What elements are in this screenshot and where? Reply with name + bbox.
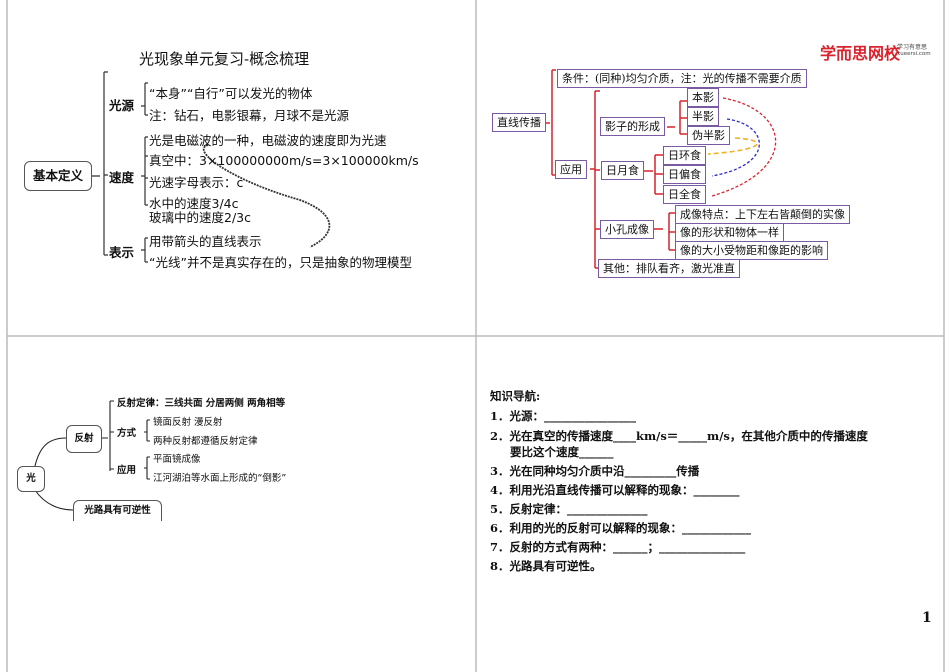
item: 注：钻石，电影银幕，月球不是光源 bbox=[149, 108, 350, 123]
law-text: 反射定律：三线共面 分居两侧 两角相等 bbox=[117, 398, 286, 409]
item: 水中的速度3/4c bbox=[149, 196, 239, 211]
node-penumbra: 半影 bbox=[687, 107, 719, 126]
node-root: 直线传播 bbox=[492, 113, 546, 132]
node-antumbra: 伪半影 bbox=[687, 126, 730, 145]
logo: 学而思网校 bbox=[820, 44, 901, 63]
node-condition: 条件：(同种)均匀介质，注：光的传播不需要介质 bbox=[557, 69, 807, 88]
page-title: 光现象单元复习-概念梳理 bbox=[139, 50, 310, 68]
branch-label: 光源 bbox=[109, 98, 135, 113]
node-annular: 日环食 bbox=[663, 146, 706, 165]
node-umbra: 本影 bbox=[687, 88, 719, 107]
item: 真空中：3×100000000m/s=3×100000km/s bbox=[149, 153, 419, 168]
item: 江河湖泊等水面上形成的“倒影” bbox=[153, 473, 287, 484]
page-number: 1 bbox=[922, 610, 932, 626]
node-pinhole: 小孔成像 bbox=[600, 220, 654, 239]
item: 镜面反射 漫反射 bbox=[153, 417, 223, 428]
node-reflect: 反射 bbox=[66, 425, 102, 453]
node-pinhole-item: 像的形状和物体一样 bbox=[675, 223, 784, 242]
item: 光速字母表示：c bbox=[149, 175, 244, 190]
nav-item: 要比这个速度______ bbox=[490, 445, 614, 459]
node-other: 其他：排队看齐，激光准直 bbox=[598, 259, 740, 278]
node-apply: 应用 bbox=[555, 160, 587, 179]
logo-sub: 学习有意思 bbox=[897, 44, 928, 51]
node-pinhole-item: 成像特点：上下左右皆颠倒的实像 bbox=[675, 205, 850, 224]
use-label: 应用 bbox=[117, 465, 137, 476]
branch-label: 速度 bbox=[109, 170, 135, 185]
logo-url: xueersi.com bbox=[897, 51, 931, 57]
nav-heading: 知识导航: bbox=[490, 389, 541, 403]
item: “本身”“自行”可以发光的物体 bbox=[149, 86, 313, 101]
node-shadow: 影子的形成 bbox=[600, 117, 665, 136]
nav-item: 4．利用光沿直线传播可以解释的现象：________ bbox=[490, 483, 740, 497]
node-light: 光 bbox=[17, 466, 45, 492]
nav-item: 2．光在真空的传播速度____km/s＝_____m/s，在其他介质中的传播速度 bbox=[490, 429, 868, 443]
item: 玻璃中的速度2/3c bbox=[149, 210, 251, 225]
nav-item: 6．利用的光的反射可以解释的现象：____________ bbox=[490, 521, 751, 535]
node-reversible: 光路具有可逆性 bbox=[73, 500, 162, 521]
node-eclipse: 日月食 bbox=[601, 161, 644, 180]
item: 用带箭头的直线表示 bbox=[149, 234, 262, 249]
node-total: 日全食 bbox=[663, 185, 706, 204]
nav-item: 1．光源：________________ bbox=[490, 409, 637, 423]
node-pinhole-item: 像的大小受物距和像距的影响 bbox=[675, 241, 828, 260]
branch-label: 表示 bbox=[109, 245, 135, 260]
item: 光是电磁波的一种，电磁波的速度即为光速 bbox=[149, 133, 387, 148]
item: 平面镜成像 bbox=[153, 454, 201, 465]
root-node: 基本定义 bbox=[24, 161, 92, 191]
item: “光线”并不是真实存在的，只是抽象的物理模型 bbox=[149, 255, 412, 270]
node-partial: 日偏食 bbox=[663, 165, 706, 184]
item: 两种反射都遵循反射定律 bbox=[153, 436, 258, 447]
nav-item: 3．光在同种均匀介质中沿_________传播 bbox=[490, 464, 700, 478]
nav-item: 7．反射的方式有两种：______；_______________ bbox=[490, 540, 746, 554]
mode-label: 方式 bbox=[117, 428, 137, 439]
nav-item: 5．反射定律：______________ bbox=[490, 502, 648, 516]
nav-item: 8．光路具有可逆性。 bbox=[490, 559, 602, 573]
